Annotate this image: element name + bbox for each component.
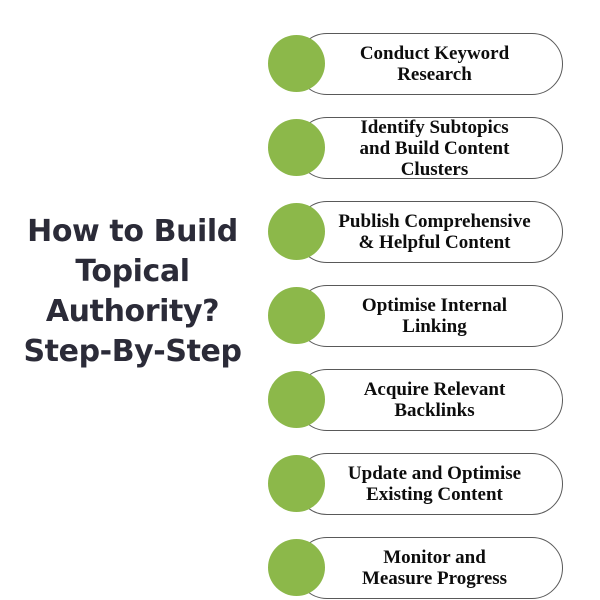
list-item: Optimise Internal Linking	[268, 285, 563, 347]
page-title: How to Build Topical Authority? Step-By-…	[0, 212, 265, 372]
step-label: Update and Optimise Existing Content	[347, 463, 522, 505]
step-pill	[296, 117, 563, 179]
page-title-line-1: How to Build	[27, 214, 238, 249]
green-circle-bullet-icon	[268, 371, 325, 428]
list-item: Acquire Relevant Backlinks	[268, 369, 563, 431]
green-circle-bullet-icon	[268, 539, 325, 596]
step-pill	[296, 201, 563, 263]
step-label: Identify Subtopics and Build Content Clu…	[359, 116, 510, 180]
page-title-line-2: Topical	[75, 254, 190, 289]
list-item: Publish Comprehensive & Helpful Content	[268, 201, 563, 263]
step-label: Monitor and Measure Progress	[361, 547, 508, 589]
step-list: Conduct Keyword Research Identify Subtop…	[268, 33, 563, 599]
list-item: Conduct Keyword Research	[268, 33, 563, 95]
step-label: Conduct Keyword Research	[359, 43, 510, 85]
step-label: Optimise Internal Linking	[361, 295, 508, 337]
green-circle-bullet-icon	[268, 203, 325, 260]
step-label: Acquire Relevant Backlinks	[363, 379, 506, 421]
step-label: Publish Comprehensive & Helpful Content	[338, 211, 531, 253]
green-circle-bullet-icon	[268, 35, 325, 92]
list-item: Identify Subtopics and Build Content Clu…	[268, 116, 563, 180]
step-pill	[296, 33, 563, 95]
green-circle-bullet-icon	[268, 287, 325, 344]
list-item: Update and Optimise Existing Content	[268, 453, 563, 515]
step-pill	[296, 369, 563, 431]
list-item: Monitor and Measure Progress	[268, 537, 563, 599]
step-pill	[296, 453, 563, 515]
green-circle-bullet-icon	[268, 119, 325, 176]
green-circle-bullet-icon	[268, 455, 325, 512]
page-title-line-3: Authority?	[45, 294, 220, 329]
step-pill	[296, 285, 563, 347]
page-title-line-4: Step-By-Step	[23, 334, 242, 369]
